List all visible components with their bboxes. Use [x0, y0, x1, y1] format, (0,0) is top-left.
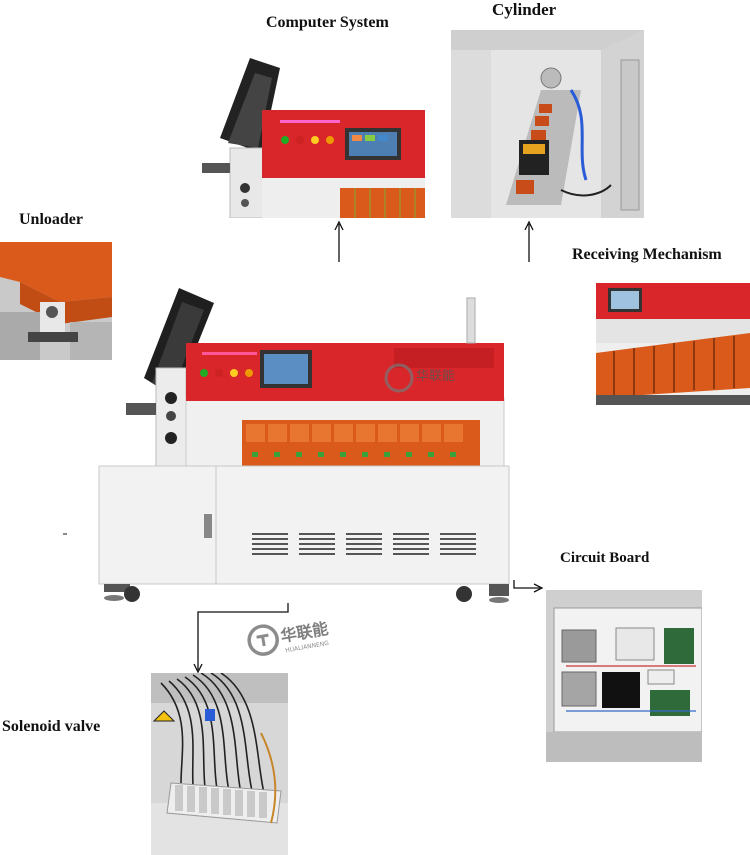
main-watermark-cn: 华联能 [416, 369, 455, 384]
label-solenoid-valve: Solenoid valve [2, 718, 101, 735]
label-unloader: Unloader [19, 211, 83, 228]
arrow-circuit-board-head [533, 583, 544, 593]
main-machine: 华联能 [94, 288, 514, 606]
photo-cylinder [451, 30, 644, 218]
photo-receiving-mechanism [596, 283, 750, 405]
label-cylinder: Cylinder [492, 0, 557, 19]
photo-unloader [0, 242, 112, 360]
photo-solenoid-valve [151, 673, 288, 855]
photo-computer-system [200, 48, 425, 218]
arrow-solenoid-valve [197, 603, 289, 670]
stray-mark [63, 533, 67, 535]
label-computer-system: Computer System [266, 14, 389, 31]
arrow-circuit-board [513, 580, 540, 589]
arrow-cylinder-head [524, 220, 534, 231]
label-receiving-mechanism: Receiving Mechanism [572, 246, 722, 263]
hualianneng-logo: 华联能 HUALIANNENG [243, 612, 353, 660]
arrow-computer-system-head [334, 220, 344, 231]
label-circuit-board: Circuit Board [560, 550, 650, 566]
arrow-solenoid-head [193, 663, 203, 674]
photo-circuit-board [546, 590, 702, 762]
